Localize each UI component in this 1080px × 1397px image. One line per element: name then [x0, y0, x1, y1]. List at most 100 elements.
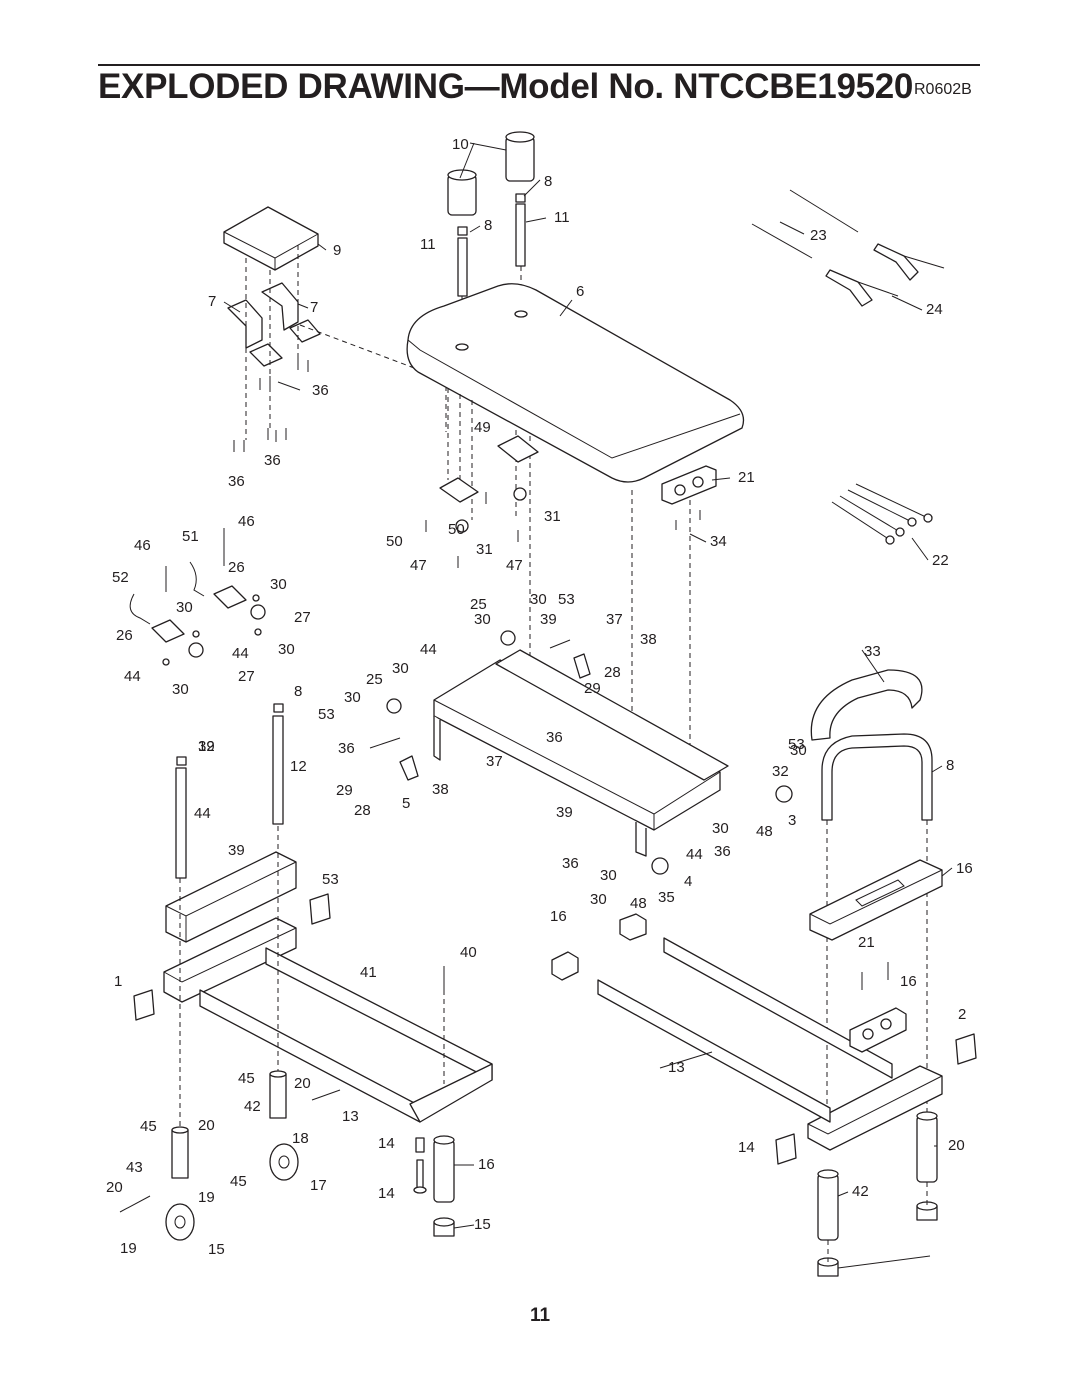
leader-line	[837, 1255, 931, 1269]
callout-label: 31	[476, 541, 493, 558]
callout-label: 38	[432, 781, 449, 798]
title-rule	[98, 64, 980, 66]
callout-label: 41	[360, 964, 377, 981]
callout-label: 44	[194, 805, 211, 822]
pulley-bracket-part	[129, 528, 266, 666]
handle-strap-part	[825, 243, 945, 307]
callout-label: 20	[106, 1179, 123, 1196]
callout-label: 33	[864, 643, 881, 660]
callout-label: 10	[452, 136, 469, 153]
callout-label: 36	[714, 843, 731, 860]
callout-label: 47	[506, 557, 523, 574]
callout-label: 39	[540, 611, 557, 628]
leader-line	[861, 649, 885, 683]
callout-label: 30	[392, 660, 409, 677]
callout-label: 50	[448, 521, 465, 538]
callout-label: 48	[630, 895, 647, 912]
callout-label: 12	[198, 738, 215, 755]
handle-rail-part	[751, 189, 859, 259]
clamp-block-part	[661, 465, 717, 530]
leader-line	[223, 301, 241, 313]
leader-line	[779, 221, 805, 235]
callout-label: 20	[198, 1117, 215, 1134]
callout-label: 45	[230, 1173, 247, 1190]
callout-label: 12	[290, 758, 307, 775]
callout-label: 13	[342, 1108, 359, 1125]
callout-label: 16	[550, 908, 567, 925]
callout-label: 51	[182, 528, 199, 545]
callout-label: 20	[948, 1137, 965, 1154]
callout-label: 46	[134, 537, 151, 554]
upright-tube-part	[175, 703, 284, 879]
leader-line	[469, 142, 507, 151]
main-frame-part	[433, 649, 729, 857]
callout-label: 36	[338, 740, 355, 757]
callout-label: 32	[772, 763, 789, 780]
callout-label: 30	[270, 576, 287, 593]
callout-label: 43	[126, 1159, 143, 1176]
callout-label: 39	[198, 738, 215, 755]
callout-label: 21	[858, 934, 875, 951]
callout-label: 47	[410, 557, 427, 574]
callout-label: 42	[852, 1183, 869, 1200]
callout-label: 44	[124, 668, 141, 685]
callout-label: 29	[584, 680, 601, 697]
page-title: EXPLODED DRAWING—Model No. NTCCBE19520	[98, 67, 914, 106]
insert-part	[551, 913, 647, 981]
callout-label: 49	[474, 419, 491, 436]
callout-label: 45	[140, 1118, 157, 1135]
callout-label: 50	[386, 533, 403, 550]
callout-label: 30	[172, 681, 189, 698]
wheel-tube-part	[119, 1070, 341, 1213]
callout-label: 14	[378, 1185, 395, 1202]
callout-label: 26	[116, 627, 133, 644]
end-cap-part	[133, 893, 977, 1165]
callout-label: 52	[112, 569, 129, 586]
callout-label: 30	[176, 599, 193, 616]
callout-label: 1	[114, 973, 122, 990]
callout-label: 11	[554, 209, 570, 226]
callout-label: 40	[460, 944, 477, 961]
callout-label: 30	[278, 641, 295, 658]
leader-line	[659, 1051, 713, 1069]
callout-label: 20	[294, 1075, 311, 1092]
callout-label: 53	[318, 706, 335, 723]
callout-label: 37	[606, 611, 623, 628]
leader-line	[469, 225, 481, 233]
callout-label: 36	[228, 473, 245, 490]
callout-label: 14	[738, 1139, 755, 1156]
callout-label: 6	[576, 283, 584, 300]
callout-label: 26	[228, 559, 245, 576]
callout-label: 53	[558, 591, 575, 608]
bracket-screws-part	[233, 358, 309, 452]
callout-label: 29	[336, 782, 353, 799]
callout-label: 28	[354, 802, 371, 819]
callout-label: 8	[946, 757, 954, 774]
callout-label: 39	[556, 804, 573, 821]
callout-label: 23	[810, 227, 827, 244]
callout-label: 15	[208, 1241, 225, 1258]
seat-cushion-part	[223, 206, 319, 271]
leader-line	[453, 1224, 475, 1229]
leader-line	[559, 299, 573, 317]
callout-label: 45	[238, 1070, 255, 1087]
callout-label: 19	[198, 1189, 215, 1206]
leader-line	[277, 381, 301, 391]
leader-line	[911, 537, 929, 561]
callout-label: 15	[474, 1216, 491, 1233]
leader-line	[931, 765, 943, 773]
mount-plate-part	[425, 435, 539, 568]
leader-line	[317, 243, 327, 251]
frame-hardware-part	[369, 630, 793, 875]
front-crossbar-part	[809, 859, 943, 941]
leg-tube-part	[433, 1111, 938, 1241]
callout-label: 8	[484, 217, 492, 234]
callout-label: 22	[932, 552, 949, 569]
callout-label: 39	[228, 842, 245, 859]
callout-label: 7	[310, 299, 318, 316]
callout-label: 38	[640, 631, 657, 648]
callout-label: 36	[264, 452, 281, 469]
callout-label: 8	[294, 683, 302, 700]
callout-label: 30	[600, 867, 617, 884]
